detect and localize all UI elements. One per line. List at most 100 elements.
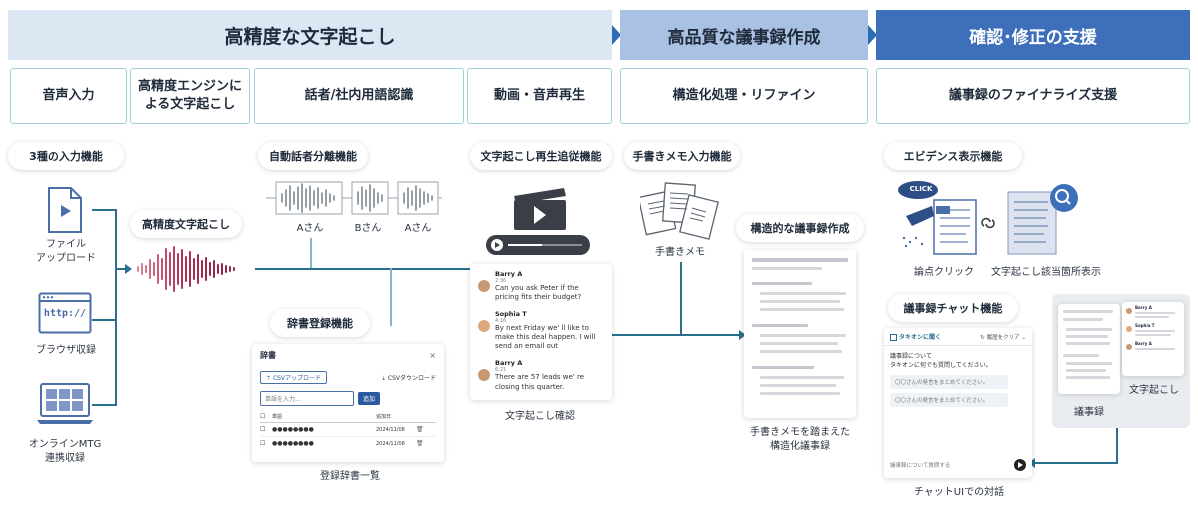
pill-speaker-separation: 自動話者分離機能 bbox=[258, 142, 368, 170]
message-text: There are 57 leads we' re closing this q… bbox=[495, 373, 585, 391]
checkbox-icon[interactable]: ☐ bbox=[260, 413, 266, 420]
transcript-check-caption: 文字起こし確認 bbox=[505, 411, 575, 422]
transcript-document: Barry A Sophia T Barry A bbox=[1122, 302, 1184, 376]
pill-minutes-chat: 議事録チャット機能 bbox=[888, 294, 1018, 322]
connector-line bbox=[115, 209, 117, 406]
banner-review-support: 確認･修正の支援 bbox=[876, 10, 1190, 60]
suggestion-chip[interactable]: 〇〇さんの発言をまとめてください。 bbox=[890, 393, 1008, 407]
brand-label: タキオンに聞く bbox=[899, 334, 942, 341]
list-item: Barry A bbox=[1126, 305, 1180, 318]
connector-line bbox=[92, 319, 116, 321]
feature-label-line1: 高精度エンジンに bbox=[137, 79, 242, 95]
pill-label: 高精度文字起こし bbox=[142, 218, 230, 231]
table-row: ☐ ●●●●●●●● 2024/11/08 🗑 bbox=[260, 423, 436, 437]
suggestion-chip[interactable]: 〇〇さんの発言をまとめてください。 bbox=[890, 375, 1008, 389]
connector-line bbox=[115, 268, 127, 270]
caption-line: 連携収録 bbox=[45, 453, 85, 464]
csv-download-button[interactable]: ⇣ CSVダウンロード bbox=[381, 373, 436, 382]
chat-message: Barry A 2:36 Can you ask Peter if the pr… bbox=[478, 270, 604, 302]
caption-line: アップロード bbox=[36, 253, 96, 264]
avatar bbox=[478, 320, 490, 333]
avatar bbox=[1126, 326, 1132, 332]
chat-intro-line: タキオンに何でも質問してください。 bbox=[890, 362, 992, 369]
progress-track[interactable] bbox=[508, 244, 582, 246]
avatar bbox=[1126, 308, 1132, 314]
file-icon bbox=[48, 187, 82, 233]
structured-minutes-caption: 手書きメモを踏まえた 構造化議事録 bbox=[740, 426, 860, 454]
avatar bbox=[478, 280, 490, 292]
refresh-icon: ↻ bbox=[980, 334, 987, 341]
video-clapper-icon bbox=[514, 188, 566, 230]
chat-input-placeholder: 議事録について質問する bbox=[890, 463, 951, 469]
transcript-chat-panel: Barry A 2:36 Can you ask Peter if the pr… bbox=[470, 264, 612, 400]
chevron-right-icon bbox=[612, 25, 621, 45]
speaker-label: Aさん bbox=[296, 223, 324, 234]
trash-icon[interactable]: 🗑 bbox=[416, 426, 424, 433]
chevron-down-icon[interactable]: ⌄ bbox=[1019, 334, 1026, 341]
date-cell: 2024/11/08 bbox=[376, 440, 405, 447]
connector-line bbox=[612, 334, 740, 336]
browser-record-label: ブラウザ収録 bbox=[36, 345, 96, 356]
audio-player[interactable] bbox=[486, 235, 590, 255]
pill-handwritten-memo: 手書きメモ入力機能 bbox=[624, 142, 740, 170]
memo-papers-icon bbox=[640, 182, 719, 240]
feature-label: 構造化処理・リファイン bbox=[672, 88, 816, 104]
speaker-name: Barry A bbox=[1135, 341, 1152, 346]
pill-three-inputs: 3種の入力機能 bbox=[8, 142, 124, 170]
word-cell: ●●●●●●●● bbox=[272, 426, 314, 433]
pill-label: 自動話者分離機能 bbox=[269, 150, 357, 163]
csv-upload-button[interactable]: ⇡ CSVアップロード bbox=[260, 371, 328, 384]
banner-label: 高精度な文字起こし bbox=[224, 25, 396, 48]
play-icon[interactable] bbox=[491, 239, 503, 251]
progress-fill bbox=[508, 244, 542, 246]
clear-history-button[interactable]: ↻ 履歴をクリア ⌄ bbox=[980, 333, 1026, 341]
timestamp: 6:21 bbox=[495, 367, 507, 374]
feature-video-audio-playback: 動画・音声再生 bbox=[467, 68, 612, 124]
transcript-label: 文字起こし bbox=[1129, 385, 1179, 396]
message-text: Can you ask Peter if the pricing fits th… bbox=[495, 284, 582, 302]
speaker-label: Aさん bbox=[404, 223, 432, 234]
speaker-name: Barry A bbox=[495, 359, 523, 368]
dictionary-header-row: ☐ 単語 追加日 bbox=[260, 413, 436, 423]
structured-minutes-document bbox=[744, 250, 856, 418]
list-item: Barry A bbox=[1126, 341, 1180, 350]
speaker-waveforms-icon bbox=[266, 181, 442, 215]
speaker-name: Barry A bbox=[495, 270, 523, 278]
connector-line bbox=[310, 238, 312, 268]
table-row: ☐ ●●●●●●●● 2024/11/08 🗑 bbox=[260, 437, 436, 450]
chat-input[interactable]: 議事録について質問する bbox=[890, 458, 1026, 472]
caption-line: ファイル bbox=[46, 239, 86, 250]
connector-line bbox=[680, 262, 682, 334]
dictionary-panel: 辞書 × ⇡ CSVアップロード ⇣ CSVダウンロード 単語を入力... 追加… bbox=[252, 344, 444, 462]
speaker-name: Sophia T bbox=[495, 310, 527, 319]
pill-playback-follow: 文字起こし再生追従機能 bbox=[470, 142, 612, 170]
pill-label: 構造的な議事録作成 bbox=[750, 222, 850, 235]
arrow-right-icon bbox=[739, 330, 746, 340]
http-text: http:// bbox=[43, 308, 87, 319]
message-text: By next Friday we' ll like to make this … bbox=[495, 324, 596, 351]
word-input[interactable]: 単語を入力... bbox=[260, 391, 354, 406]
avatar bbox=[1126, 344, 1132, 350]
chat-ui-caption: チャットUIでの対話 bbox=[913, 487, 1005, 498]
word-cell: ●●●●●●●● bbox=[272, 440, 314, 447]
caption-line: オンラインMTG bbox=[28, 439, 102, 450]
download-icon: ⇣ bbox=[380, 375, 388, 382]
banner-label: 高品質な議事録作成 bbox=[667, 27, 821, 48]
send-icon[interactable] bbox=[1014, 459, 1026, 471]
browser-icon bbox=[38, 292, 92, 334]
dictionary-list-caption: 登録辞書一覧 bbox=[320, 471, 380, 482]
checkbox-icon[interactable]: ☐ bbox=[260, 440, 266, 447]
add-button[interactable]: 追加 bbox=[358, 392, 381, 405]
file-upload-label: ファイル アップロード bbox=[28, 238, 104, 266]
logo-icon bbox=[890, 334, 897, 341]
close-icon[interactable]: × bbox=[429, 351, 436, 360]
button-label: CSVダウンロード bbox=[387, 375, 436, 382]
feature-speaker-term-recognition: 話者/社内用語認識 bbox=[254, 68, 464, 124]
pill-hq-transcription: 高精度文字起こし bbox=[130, 210, 242, 238]
chat-ui-panel: タキオンに聞く ↻ 履歴をクリア ⌄ 議事録について タキオンに何でも質問してく… bbox=[884, 328, 1032, 478]
memo-caption: 手書きメモ bbox=[655, 247, 705, 258]
timestamp: 2:36 bbox=[495, 278, 507, 284]
checkbox-icon[interactable]: ☐ bbox=[260, 426, 266, 433]
trash-icon[interactable]: 🗑 bbox=[416, 440, 424, 447]
minutes-transcript-panel: Barry A Sophia T Barry A 文字起こし 議事録 bbox=[1052, 294, 1190, 428]
